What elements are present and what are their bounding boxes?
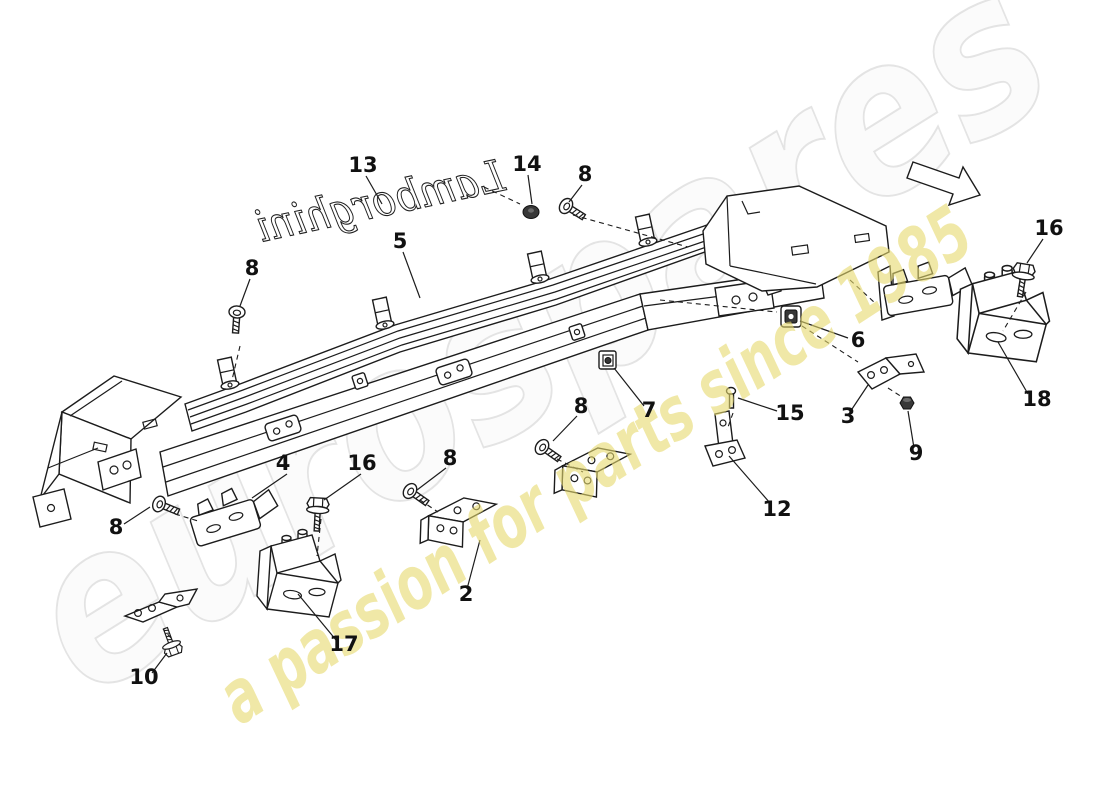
part-number-label: 3 [841, 404, 856, 428]
part-number-label: 16 [347, 451, 376, 475]
part-number-label: 18 [1022, 387, 1051, 411]
part-3-bracket [856, 353, 926, 390]
part-number-label: 8 [443, 446, 458, 470]
watermark-brand-outline-text: eurospares [0, 0, 1091, 744]
direction-arrow-icon [906, 161, 982, 207]
upper-right-hinge-bracket [877, 254, 976, 321]
callout-leader-lines [123, 174, 1044, 674]
part-number-label: 14 [512, 152, 541, 176]
screw-15 [725, 386, 737, 409]
part-number-label: 8 [245, 256, 260, 280]
grommet-14 [522, 205, 540, 219]
callout-labels: 13 14 8 5 8 16 6 18 7 15 3 8 9 12 4 16 8 2 8 17 10 [109, 152, 1064, 689]
part-number-label: 4 [276, 451, 291, 475]
trim-moulding [184, 213, 717, 432]
nut-9 [899, 396, 915, 410]
part-18-corner-bracket [956, 264, 1051, 363]
part-number-label: 2 [459, 582, 474, 606]
part-number-label: 17 [329, 632, 358, 656]
part-number-label: 8 [109, 515, 124, 539]
part-number-label: 12 [762, 497, 791, 521]
part-number-label: 13 [348, 153, 377, 177]
clip-6 [780, 305, 802, 328]
watermark-brand-outline: eurospares [0, 0, 1091, 744]
part-number-label: 7 [642, 398, 657, 422]
cover-panel [702, 185, 890, 292]
part-number-label: 9 [909, 441, 924, 465]
z-bracket [122, 588, 199, 623]
part-number-label: 10 [129, 665, 158, 689]
left-end-box [32, 375, 183, 528]
part-number-label: 6 [851, 328, 866, 352]
part-number-label: 8 [578, 162, 593, 186]
clip-7 [598, 350, 617, 370]
part-number-label: 5 [393, 229, 408, 253]
assembly-dashed-lines [162, 186, 1027, 639]
part-number-label: 16 [1034, 216, 1063, 240]
impact-carrier-bar [159, 267, 825, 497]
part-number-label: 8 [574, 394, 589, 418]
bumper-assembly-drawing: Lamborghini [32, 150, 1051, 674]
part-12-bracket [704, 410, 746, 467]
part-number-label: 15 [775, 401, 804, 425]
